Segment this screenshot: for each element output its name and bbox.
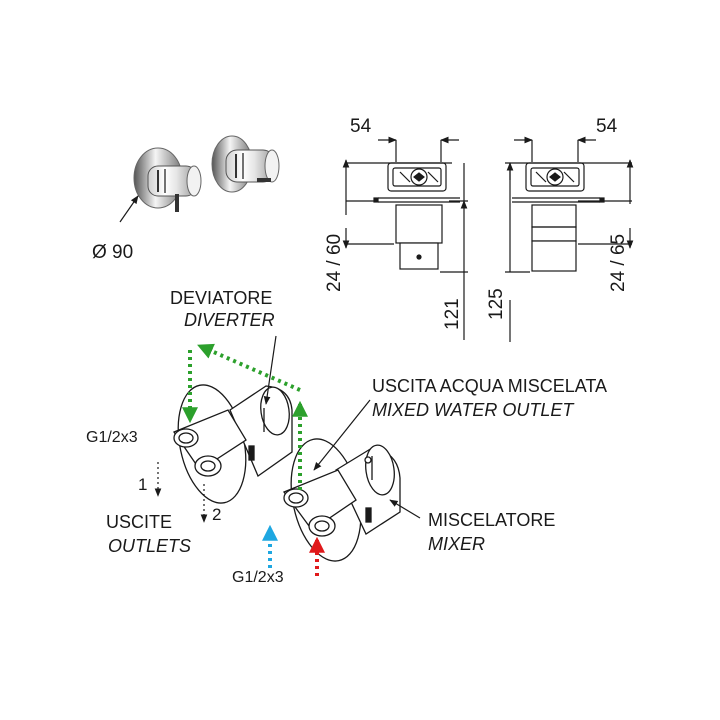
left-elevation-drawing — [342, 136, 468, 340]
mixer-leader-line — [389, 499, 421, 519]
diverter-isometric-drawing — [173, 384, 293, 504]
diverter-label-en: DIVERTER — [184, 310, 275, 330]
diverter-label-it: DEVIATORE — [170, 288, 272, 308]
diverter-product-image — [133, 147, 202, 212]
outlets-label-en: OUTLETS — [108, 536, 191, 556]
mixer-product-image — [211, 135, 280, 193]
outlets-label-it: USCITE — [106, 512, 172, 532]
diameter-leader-line — [119, 195, 139, 223]
outlet-1-label: 1 — [138, 475, 147, 494]
connection-label-bottom: G1/2x3 — [232, 569, 284, 586]
outlet-2-label: 2 — [212, 505, 221, 524]
left-depth-label: 121 — [442, 298, 463, 330]
mixer-label-it: MISCELATORE — [428, 510, 555, 530]
mixed-outlet-label-it: USCITA ACQUA MISCELATA — [372, 376, 607, 396]
connection-label-top: G1/2x3 — [86, 429, 138, 446]
right-range-label: 24 / 65 — [608, 234, 629, 292]
right-width-label: 54 — [596, 116, 618, 137]
right-elevation-drawing — [505, 136, 634, 342]
mixed-outlet-label-en: MIXED WATER OUTLET — [372, 400, 575, 420]
mixer-label-en: MIXER — [428, 534, 485, 554]
mixed-outlet-leader-line — [313, 399, 371, 471]
left-width-label: 54 — [350, 116, 372, 137]
left-range-label: 24 / 60 — [324, 234, 345, 292]
diverter-leader-line — [263, 335, 277, 405]
mixer-isometric-drawing — [282, 438, 401, 562]
right-depth-label: 125 — [486, 288, 507, 320]
diameter-label: Ø 90 — [92, 242, 133, 263]
mixed-water-flow-arrows — [182, 343, 308, 490]
